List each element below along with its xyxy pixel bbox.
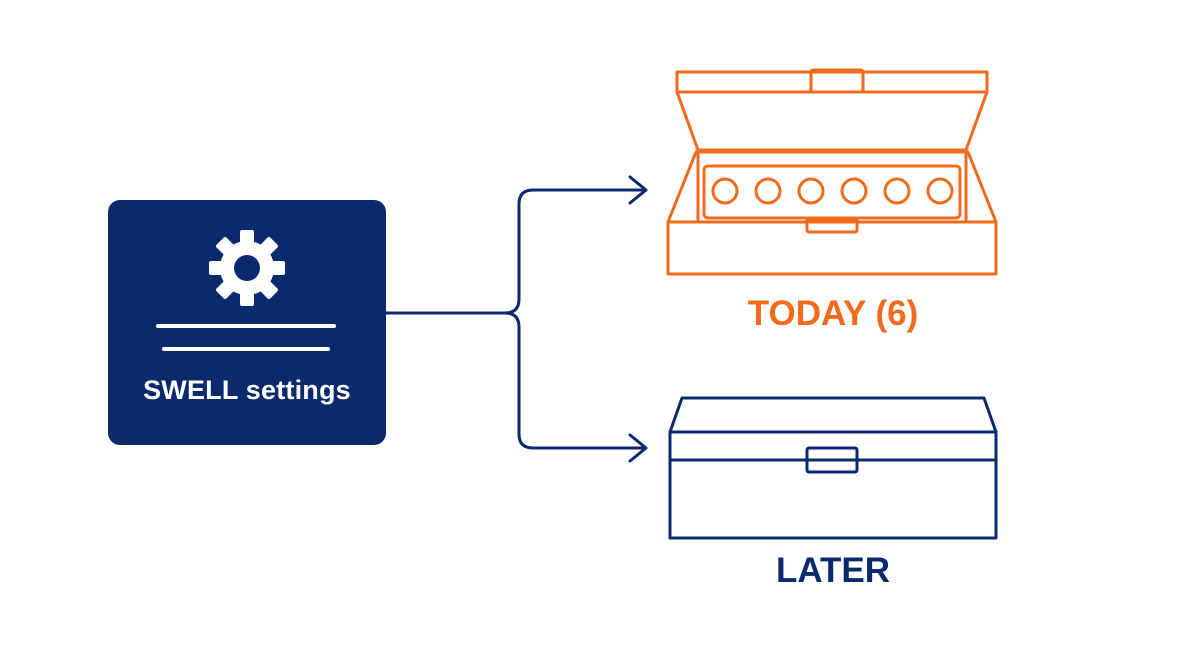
gear-hole xyxy=(234,255,260,281)
closed-box-body xyxy=(668,430,998,540)
swell-settings-card: SWELL settings xyxy=(108,200,386,445)
settings-lines xyxy=(156,324,336,351)
open-box-with-items-icon xyxy=(666,68,998,276)
box-item xyxy=(711,177,739,205)
open-box-lid xyxy=(675,70,989,152)
connector-branch-later xyxy=(503,311,645,450)
closed-box-lid xyxy=(668,396,998,434)
gear-icon xyxy=(209,230,285,306)
later-label: LATER xyxy=(775,551,891,590)
box-item xyxy=(840,177,868,205)
box-items xyxy=(711,177,954,205)
connector-lines xyxy=(384,175,648,463)
arrow-head-today xyxy=(628,175,648,205)
closed-box-clasp xyxy=(805,446,859,474)
open-box-tray xyxy=(702,164,962,220)
box-item xyxy=(797,177,825,205)
box-item xyxy=(926,177,954,205)
settings-label: SWELL settings xyxy=(143,375,351,405)
open-box-front-clasp xyxy=(805,217,859,234)
open-box-base xyxy=(666,150,998,276)
box-item xyxy=(754,177,782,205)
closed-box-icon xyxy=(668,396,998,540)
today-label: TODAY (6) xyxy=(747,294,919,333)
connector-trunk xyxy=(384,188,645,315)
box-item xyxy=(883,177,911,205)
open-box-lid-clasp xyxy=(809,68,865,94)
arrow-head-later xyxy=(628,433,648,463)
